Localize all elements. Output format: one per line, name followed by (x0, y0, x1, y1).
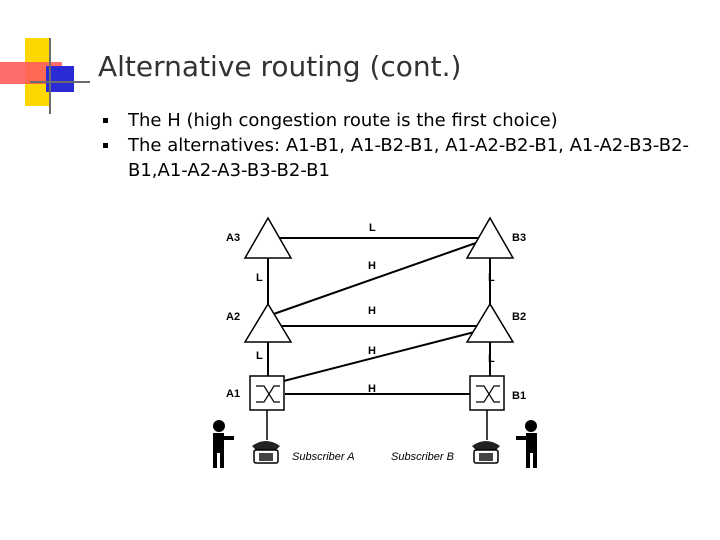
node-b3-triangle (465, 216, 515, 259)
link-a2-b3-label: H (368, 260, 376, 272)
node-a3-triangle (243, 216, 293, 259)
node-b3-label: B3 (512, 232, 526, 244)
corner-decoration (0, 38, 90, 114)
square-bullet-icon (103, 118, 108, 123)
node-b1-label: B1 (512, 390, 526, 402)
link-a2-b2-label: H (368, 305, 376, 317)
bullet-item: The alternatives: A1-B1, A1-B2-B1, A1-A2… (100, 133, 700, 183)
link-b2-b1-label: L (488, 353, 495, 365)
node-a2-triangle (243, 302, 293, 343)
node-a1-switch (249, 375, 285, 411)
node-b1-switch (469, 375, 505, 411)
node-a1-label: A1 (226, 388, 240, 400)
link-a1-b2 (271, 327, 491, 385)
bullet-item: The H (high congestion route is the firs… (100, 108, 700, 133)
bullet-text: The H (high congestion route is the firs… (128, 110, 558, 131)
bullet-text: The alternatives: A1-B1, A1-B2-B1, A1-A2… (128, 135, 690, 181)
bullet-list: The H (high congestion route is the firs… (100, 108, 700, 183)
link-b3-b2-label: L (488, 272, 495, 284)
telephone-b-icon (472, 441, 500, 464)
square-bullet-icon (103, 143, 108, 148)
telephone-a-icon (252, 441, 280, 464)
link-a2-a1-label: L (256, 350, 263, 362)
person-a-icon (213, 420, 234, 468)
subscriber-a-label: Subscriber A (292, 451, 355, 463)
person-b-icon (516, 420, 537, 468)
node-a2-label: A2 (226, 311, 240, 323)
node-a3-label: A3 (226, 232, 240, 244)
link-a1-b1-label: H (368, 383, 376, 395)
link-a1-b2-label: H (368, 345, 376, 357)
subscriber-b-label: Subscriber B (391, 451, 454, 463)
link-a3-b3-label: L (369, 222, 376, 234)
link-a3-a2-label: L (256, 272, 263, 284)
link-a2-b3 (267, 237, 491, 317)
node-b2-triangle (465, 302, 515, 343)
slide-title: Alternative routing (cont.) (98, 50, 462, 83)
node-b2-label: B2 (512, 311, 526, 323)
